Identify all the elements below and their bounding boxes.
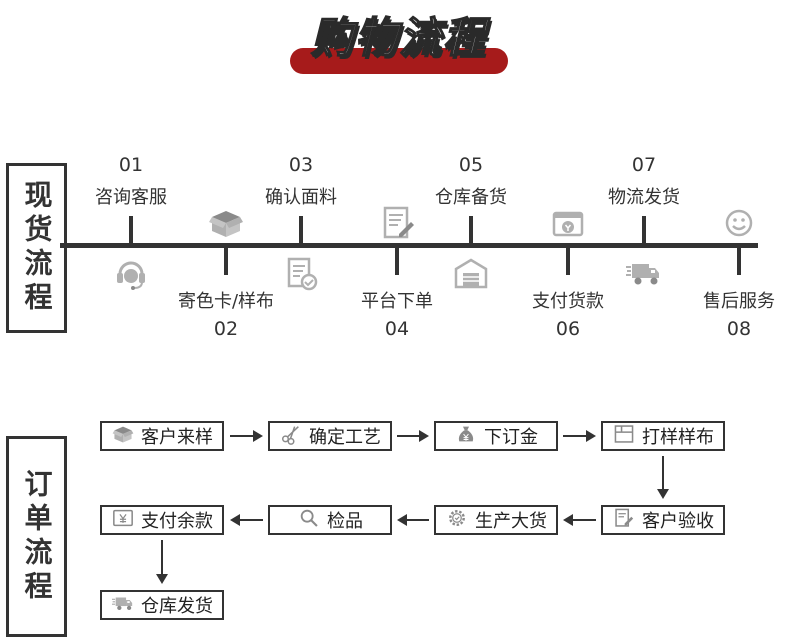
order-step-label: 确定工艺 [309,427,381,448]
order-step-box: 客户验收 [601,505,725,535]
truck-icon [111,592,135,618]
step-number: 06 [555,318,581,340]
order-step-box: 打样样布 [601,421,725,451]
gear-icon [445,507,469,533]
arrow-right-icon [563,430,596,442]
step-label: 仓库备货 [435,187,507,208]
order-step-box: 检品 [268,505,392,535]
order-step-box: 生产大货 [434,505,558,535]
money-bag-icon [454,423,478,449]
warehouse-icon [453,255,489,291]
step-number: 08 [726,318,752,340]
arrow-right-icon [230,430,263,442]
page-header: 购物流程 [288,10,510,74]
checklist-icon [283,255,319,291]
timeline-tick [642,216,646,243]
step-label: 寄色卡/样布 [177,291,275,312]
timeline-tick [224,248,228,275]
order-step-label: 打样样布 [642,427,714,448]
spot-process-side-label: 现货流程 [6,163,67,333]
order-step-box: 客户来样 [100,421,224,451]
search-icon [297,507,321,533]
title-banner [290,48,508,74]
step-number: 04 [384,318,410,340]
order-step-label: 下订金 [484,427,538,448]
yen-icon [111,507,135,533]
order-step-label: 客户来样 [141,427,213,448]
order-step-label: 检品 [327,511,363,532]
step-label: 物流发货 [608,187,680,208]
order-step-box: 确定工艺 [268,421,392,451]
step-label: 咨询客服 [95,187,167,208]
order-step-box: 仓库发货 [100,590,224,620]
arrow-left-icon [230,514,263,526]
step-number: 02 [213,318,239,340]
order-step-box: 下订金 [434,421,558,451]
timeline-tick [395,248,399,275]
inspection-icon [612,507,636,533]
step-number: 01 [118,154,144,176]
step-label: 确认面料 [265,187,337,208]
step-number: 05 [458,154,484,176]
arrow-down-icon [156,540,168,584]
fabric-icon [612,423,636,449]
arrow-right-icon [397,430,429,442]
headset-icon [113,255,149,291]
box-icon [208,205,244,241]
timeline-tick [129,216,133,243]
arrow-down-icon [657,456,669,499]
order-step-label: 客户验收 [642,511,714,532]
page-title: 购物流程 [310,12,487,63]
smiley-icon [721,205,757,241]
document-edit-icon [379,205,415,241]
step-number: 03 [288,154,314,176]
arrow-left-icon [563,514,596,526]
timeline-tick [299,216,303,243]
box-icon [111,423,135,449]
step-label: 支付货款 [532,291,604,312]
step-label: 平台下单 [361,291,433,312]
step-number: 07 [631,154,657,176]
arrow-left-icon [397,514,429,526]
order-step-label: 生产大货 [475,511,547,532]
order-step-label: 支付余款 [141,511,213,532]
timeline-bar [60,243,758,248]
payment-icon [550,205,586,241]
truck-icon [626,255,662,291]
step-label: 售后服务 [703,291,775,312]
order-process-side-label: 订单流程 [6,436,67,637]
scissors-icon [279,423,303,449]
timeline-tick [566,248,570,275]
timeline-tick [737,248,741,275]
order-step-box: 支付余款 [100,505,224,535]
timeline-tick [469,216,473,243]
order-step-label: 仓库发货 [141,596,213,617]
